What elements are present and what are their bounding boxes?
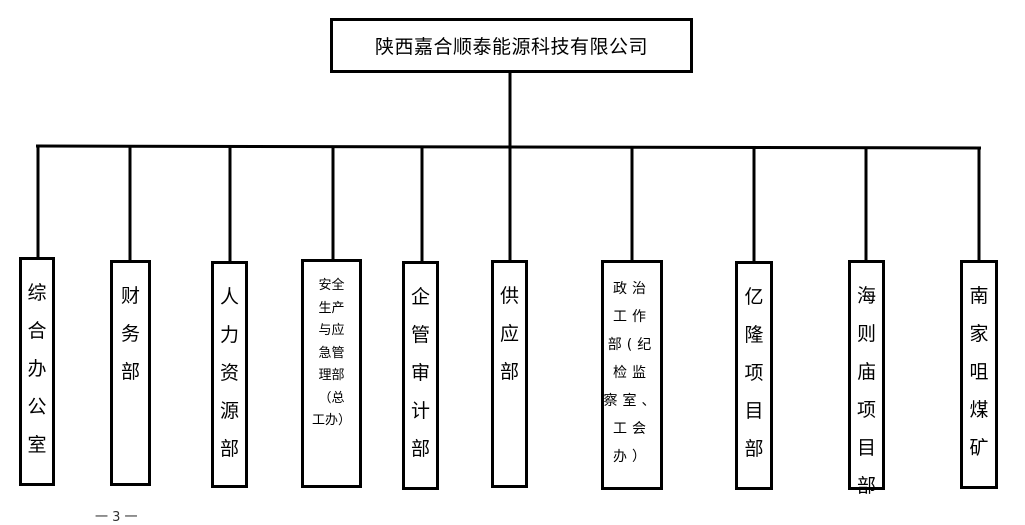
- label-char: 亿: [744, 286, 764, 308]
- label-char: 家: [969, 323, 989, 345]
- dept-label-audit: 企管审计部: [411, 278, 430, 468]
- label-char: 财: [120, 285, 140, 307]
- dept-node-safety: 安全 生产 与应 急管 理部 （总 工办）: [301, 259, 362, 488]
- dept-node-finance: 财务部: [110, 260, 151, 486]
- dept-node-political: 政治 工作 部(纪 检监 察室、 工会 办）: [601, 260, 663, 490]
- label-char: 资: [219, 362, 239, 384]
- dept-label-hr: 人力资源部: [220, 278, 239, 468]
- label-char: 隆: [744, 324, 764, 346]
- page-number-fragment: 一 3 一: [95, 510, 138, 525]
- dept-node-haizemiao: 海则庙项目部: [848, 260, 885, 497]
- dept-node-audit: 企管审计部: [402, 261, 439, 490]
- dept-node-hr: 人力资源部: [211, 261, 248, 488]
- company-name: 陕西嘉合顺泰能源科技有限公司: [374, 36, 648, 58]
- dept-label-safety: 安全 生产 与应 急管 理部 （总 工办）: [311, 278, 351, 428]
- label-char: 部: [744, 438, 764, 460]
- label-char: 咀: [969, 361, 989, 383]
- dept-label-yilong: 亿隆项目部: [744, 278, 763, 468]
- label-char: 管: [410, 324, 430, 346]
- label-char: 公: [27, 396, 47, 418]
- label-char: 合: [27, 320, 47, 342]
- dept-node-nanjiazui: 南家咀煤矿: [960, 260, 998, 489]
- label-char: 力: [219, 324, 239, 346]
- label-char: 项: [744, 362, 764, 384]
- label-char: 务: [120, 323, 140, 345]
- label-char: 部: [410, 438, 430, 460]
- label-char: 部: [120, 361, 140, 383]
- label-char: 部: [856, 475, 876, 497]
- dept-label-nanjiazui: 南家咀煤矿: [969, 277, 988, 467]
- dept-label-political: 政治 工作 部(纪 检监 察室、 工会 办）: [603, 281, 661, 465]
- label-char: 办: [27, 358, 47, 380]
- label-char: 目: [744, 400, 764, 422]
- label-char: 供: [499, 285, 519, 307]
- label-char: 计: [410, 400, 430, 422]
- label-char: 部: [499, 361, 519, 383]
- dept-label-supply: 供应部: [500, 277, 519, 391]
- label-char: 目: [856, 437, 876, 459]
- company-node: 陕西嘉合顺泰能源科技有限公司: [330, 18, 693, 73]
- label-char: 企: [410, 286, 430, 308]
- label-char: 海: [856, 285, 876, 307]
- label-char: 审: [410, 362, 430, 384]
- label-char: 部: [219, 438, 239, 460]
- label-char: 矿: [969, 437, 989, 459]
- label-char: 南: [969, 285, 989, 307]
- dept-node-yilong: 亿隆项目部: [735, 261, 773, 490]
- label-char: 煤: [969, 399, 989, 421]
- label-char: 源: [219, 400, 239, 422]
- dept-label-general-office: 综合办公室: [27, 274, 46, 464]
- label-char: 庙: [856, 361, 876, 383]
- label-char: 应: [499, 323, 519, 345]
- dept-node-general-office: 综合办公室: [19, 257, 55, 486]
- dept-label-haizemiao: 海则庙项目部: [857, 277, 876, 505]
- dept-label-finance: 财务部: [121, 277, 140, 391]
- label-char: 则: [856, 323, 876, 345]
- label-char: 人: [219, 286, 239, 308]
- label-char: 项: [856, 399, 876, 421]
- dept-node-supply: 供应部: [491, 260, 528, 488]
- label-char: 综: [27, 282, 47, 304]
- label-char: 室: [27, 434, 47, 456]
